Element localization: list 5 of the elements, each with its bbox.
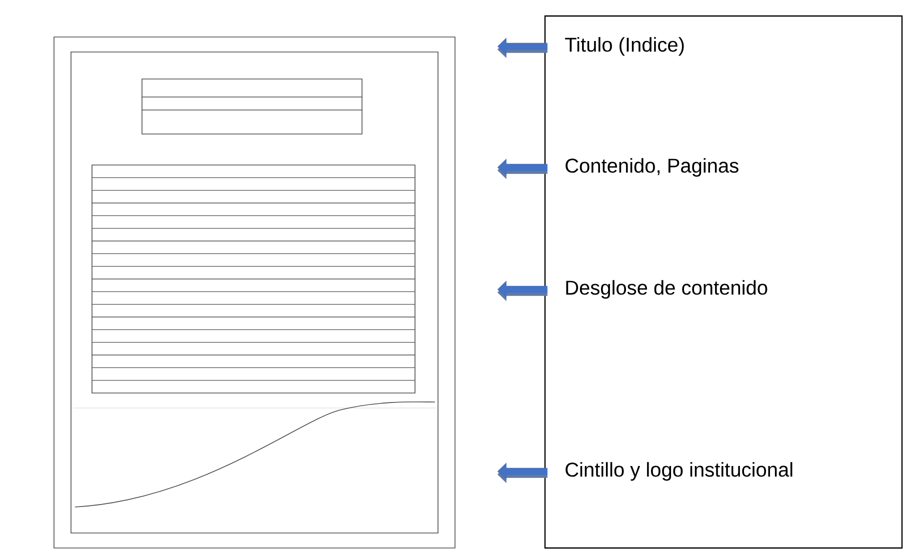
label-text: Titulo (Indice) [565,37,684,56]
label-text: Contenido, Paginas [566,158,738,177]
label-text: Desglose de contenido [566,280,768,299]
label-text: Cintillo y logo institucional [566,462,792,481]
label-panel [544,15,903,549]
